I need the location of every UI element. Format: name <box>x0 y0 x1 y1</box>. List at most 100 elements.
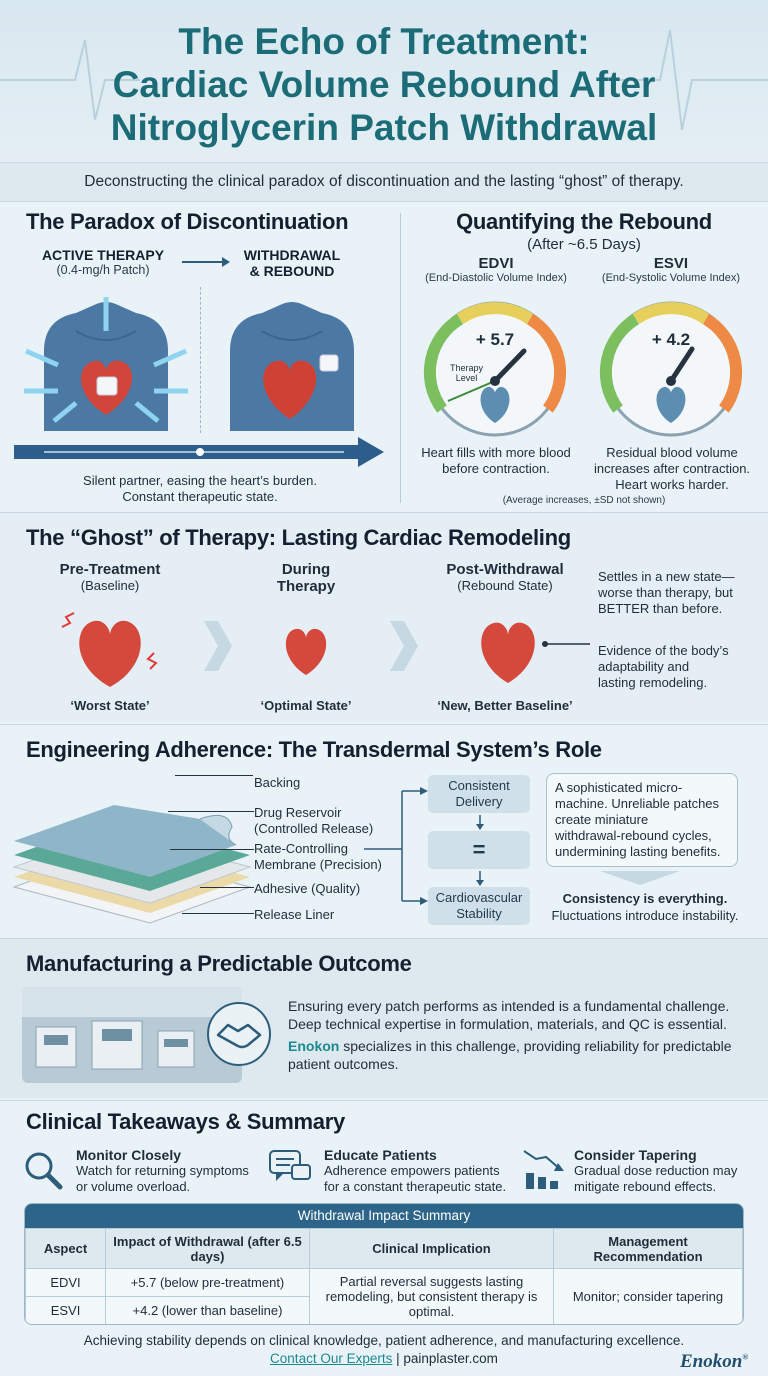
title-line-2: Cardiac Volume Rebound After <box>112 64 656 105</box>
enokon-logo: Enokon® <box>680 1351 748 1373</box>
site-link[interactable]: painplaster.com <box>403 1351 498 1366</box>
leader-backing <box>175 775 253 776</box>
membrane-line-1: Rate-Controlling <box>254 841 348 856</box>
equals-box: = <box>428 831 530 869</box>
layer-reservoir: Drug Reservoir (Controlled Release) <box>254 805 373 837</box>
leader-membrane <box>170 849 254 850</box>
rebound-footnote: (Average increases, ±SD not shown) <box>502 495 666 506</box>
row-implication: Partial reversal suggests lasting remode… <box>309 1268 554 1324</box>
torso-active-therapy-icon <box>24 297 188 431</box>
leader-reservoir <box>168 811 254 812</box>
contact-experts-link[interactable]: Contact Our Experts <box>270 1351 393 1366</box>
takeaway-1-line-2: or volume overload. <box>76 1179 191 1194</box>
note2-line-1: Evidence of the body’s <box>598 643 729 658</box>
header-aspect: Aspect <box>25 1228 106 1269</box>
esvi-label-group: ESVI (End-Systolic Volume Index) <box>586 255 756 284</box>
takeaway-3-line-1: Gradual dose reduction may <box>574 1163 738 1178</box>
takeaway-title-3: Consider Tapering <box>574 1147 697 1163</box>
paradox-section: The Paradox of Discontinuation ACTIVE TH… <box>0 203 768 510</box>
consistent-line-1: Consistent <box>448 778 510 793</box>
during-state: ‘Optimal State’ <box>260 698 352 713</box>
row-edvi-aspect: EDVI <box>25 1268 106 1297</box>
divider <box>200 287 201 433</box>
factory-image <box>22 987 242 1083</box>
torso-withdrawal-icon <box>230 302 354 431</box>
takeaway-monitor: Monitor Closely Watch for returning symp… <box>76 1147 266 1195</box>
title-line-3: Nitroglycerin Patch Withdrawal <box>110 107 658 148</box>
rebound-heading-group: Quantifying the Rebound (After ~6.5 Days… <box>400 209 768 253</box>
withdrawal-title-1: WITHDRAWAL <box>243 247 341 263</box>
arrow-down-icon <box>476 815 484 830</box>
note1-line-1: Settles in a new state— <box>598 569 735 584</box>
manufacturing-heading: Manufacturing a Predictable Outcome <box>26 951 412 976</box>
takeaway-educate: Educate Patients Adherence empowers pati… <box>324 1147 524 1195</box>
row-esvi-aspect: ESVI <box>25 1296 106 1324</box>
note1-line-3: BETTER than before. <box>598 601 723 616</box>
header-recommendation: Management Recommendation <box>553 1228 743 1269</box>
takeaway-2-line-2: for a constant therapeutic state. <box>324 1179 507 1194</box>
marker-line-1: Therapy <box>450 363 484 373</box>
timeline-arrow-icon <box>14 437 384 467</box>
mfg-line-2: Deep technical expertise in formulation,… <box>288 1016 727 1032</box>
note1-line-2: worse than therapy, but <box>598 585 733 600</box>
active-sub: (0.4-mg/h Patch) <box>56 263 150 277</box>
note2-line-2: adaptability and <box>598 659 690 674</box>
consistency-sub: Fluctuations introduce instability. <box>551 908 739 923</box>
engineering-section: Engineering Adherence: The Transdermal S… <box>0 724 768 936</box>
takeaways-heading: Clinical Takeaways & Summary <box>26 1109 345 1134</box>
logo-mark: ® <box>742 1352 749 1362</box>
takeaway-1-line-1: Watch for returning symptoms <box>76 1163 249 1178</box>
takeaway-2-line-1: Adherence empowers patients <box>324 1163 500 1178</box>
ghost-note-1: Settles in a new state— worse than thera… <box>598 569 764 617</box>
stability-line-1: Cardiovascular <box>435 890 523 905</box>
edvi-value: + 5.7 <box>475 330 515 349</box>
esvi-description: Residual blood volume increases after co… <box>580 445 764 493</box>
table-row: ESVI +4.2 (lower than baseline) <box>25 1296 743 1324</box>
chevron-right-icon <box>204 621 232 671</box>
stability-line-2: Stability <box>456 906 502 921</box>
esvi-gauge <box>599 301 743 437</box>
callout-line-2: machine. Unreliable patches <box>555 796 720 811</box>
reservoir-line-2: (Controlled Release) <box>254 821 374 836</box>
row-recommendation: Monitor; consider tapering <box>553 1268 743 1324</box>
vertical-divider <box>400 213 401 503</box>
active-therapy-label: ACTIVE THERAPY (0.4-mg/h Patch) <box>28 247 178 277</box>
takeaway-title-2: Educate Patients <box>324 1147 437 1163</box>
logo-text: Enokon <box>680 1351 743 1372</box>
caption-1: Silent partner, easing the heart’s burde… <box>83 473 317 488</box>
edvi-label: EDVI <box>478 255 514 272</box>
edvi-desc-1: Heart fills with more blood <box>421 445 571 460</box>
pre-state: ‘Worst State’ <box>70 698 150 713</box>
page-title: The Echo of Treatment: Cardiac Volume Re… <box>0 20 768 149</box>
header-impact: Impact of Withdrawal (after 6.5 days) <box>105 1228 310 1269</box>
patch-layers-icon <box>12 805 252 924</box>
mfg-line-1: Ensuring every patch performs as intende… <box>288 998 730 1014</box>
pre-treatment-label: Pre-Treatment (Baseline) <box>40 561 180 593</box>
engineering-heading: Engineering Adherence: The Transdermal S… <box>26 737 602 762</box>
heart-enlarged-icon <box>61 612 158 687</box>
layer-adhesive: Adhesive (Quality) <box>254 881 361 896</box>
esvi-label: ESVI <box>653 255 689 272</box>
esvi-full: (End-Systolic Volume Index) <box>601 272 741 284</box>
stability-box: Cardiovascular Stability <box>428 887 530 925</box>
callout-line-1: A sophisticated micro- <box>555 780 683 795</box>
mfg-brand-para: Enokon specializes in this challenge, pr… <box>288 1037 758 1055</box>
esvi-desc-3: Heart works harder. <box>615 477 729 492</box>
pre-sub: (Baseline) <box>80 578 140 593</box>
esvi-value: + 4.2 <box>651 330 691 349</box>
heart-rebound-icon <box>481 622 535 683</box>
summary-table: Withdrawal Impact Summary Aspect Impact … <box>24 1203 744 1325</box>
ecg-background-icon <box>0 29 768 131</box>
header-implication: Clinical Implication <box>309 1228 554 1269</box>
membrane-line-2: Membrane (Precision) <box>254 857 382 872</box>
brand-name: Enokon <box>288 1038 340 1054</box>
edvi-label-group: EDVI (End-Diastolic Volume Index) <box>408 255 584 284</box>
flow-bracket-icon <box>364 787 428 905</box>
takeaway-title-1: Monitor Closely <box>76 1147 182 1163</box>
row-edvi-impact: +5.7 (below pre-treatment) <box>105 1268 310 1297</box>
taper-chart-icon <box>523 1150 564 1189</box>
caption-2: Constant therapeutic state. <box>122 489 278 504</box>
footer-separator: | <box>392 1351 404 1366</box>
callout-line-5: undermining lasting benefits. <box>555 844 721 859</box>
handshake-icon <box>207 1002 271 1066</box>
